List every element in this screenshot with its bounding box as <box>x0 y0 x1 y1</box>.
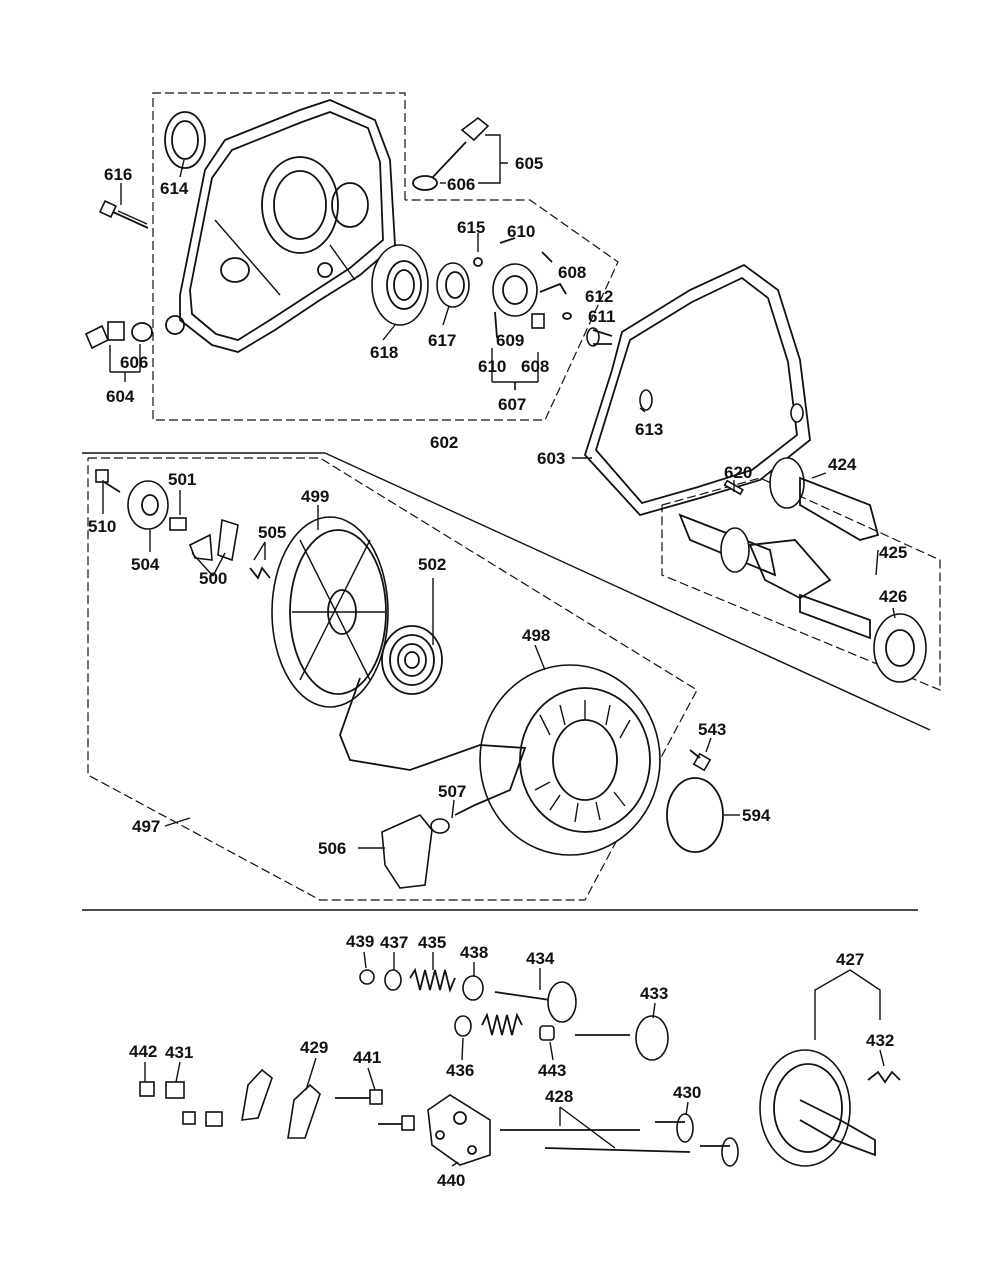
starter-housing-498 <box>479 664 661 856</box>
group-outlines <box>82 92 941 911</box>
starter-pulley-499 <box>271 516 389 708</box>
label-608a: 608 <box>558 263 586 282</box>
label-620: 620 <box>724 463 752 482</box>
label-510: 510 <box>88 517 116 536</box>
label-507: 507 <box>438 782 466 801</box>
label-435: 435 <box>418 933 446 952</box>
label-607: 607 <box>498 395 526 414</box>
group-box-497 <box>87 457 698 901</box>
label-618: 618 <box>370 343 398 362</box>
recoil-spring-502 <box>381 625 443 695</box>
label-441: 441 <box>353 1048 381 1067</box>
group-box-602 <box>152 92 619 421</box>
label-436: 436 <box>446 1061 474 1080</box>
label-433: 433 <box>640 984 668 1003</box>
label-425: 425 <box>879 543 907 562</box>
label-432: 432 <box>866 1031 894 1050</box>
label-614: 614 <box>160 179 189 198</box>
label-543: 543 <box>698 720 726 739</box>
part-labels: 616 614 605 606 615 610 608 612 611 606 … <box>88 154 907 1190</box>
dipstick-605 <box>412 116 490 191</box>
label-605: 605 <box>515 154 543 173</box>
lifters-430 <box>655 1113 739 1167</box>
label-610a: 610 <box>507 222 535 241</box>
label-429: 429 <box>300 1038 328 1057</box>
label-606a: 606 <box>447 175 475 194</box>
pin-611 <box>586 327 613 347</box>
label-427: 427 <box>836 950 864 969</box>
oil-seal-614 <box>164 111 206 169</box>
drain-plug-604 <box>84 321 153 350</box>
rocker-studs-441 <box>335 1089 415 1131</box>
label-602: 602 <box>430 433 458 452</box>
crankcase-cover <box>165 99 396 353</box>
label-617: 617 <box>428 331 456 350</box>
crankshaft-426 <box>678 513 927 683</box>
label-431: 431 <box>165 1043 193 1062</box>
label-440: 440 <box>437 1171 465 1190</box>
label-611: 611 <box>588 307 615 326</box>
label-434: 434 <box>526 949 555 968</box>
rocker-arms-429 <box>241 1068 321 1139</box>
label-439: 439 <box>346 932 374 951</box>
label-443: 443 <box>538 1061 566 1080</box>
bolt-616 <box>98 199 149 229</box>
label-610b: 610 <box>478 357 506 376</box>
divider-diagonal <box>324 452 931 731</box>
gasket-603 <box>583 263 811 517</box>
label-501: 501 <box>168 470 196 489</box>
label-616: 616 <box>104 165 132 184</box>
label-437: 437 <box>380 933 408 952</box>
label-442: 442 <box>129 1042 157 1061</box>
label-603: 603 <box>537 449 565 468</box>
valve-parts <box>359 967 669 1061</box>
label-428: 428 <box>545 1087 573 1106</box>
starter-rope <box>339 677 527 816</box>
rocker-nuts-442-431 <box>139 1081 223 1127</box>
camshaft-427 <box>759 1049 901 1167</box>
label-613: 613 <box>635 420 663 439</box>
starter-handle-506 <box>381 814 450 889</box>
bearing-617 <box>436 262 470 308</box>
label-608b: 608 <box>521 357 549 376</box>
label-424: 424 <box>828 455 857 474</box>
o-ring-594 <box>666 777 724 853</box>
label-594: 594 <box>742 806 771 825</box>
label-609: 609 <box>496 331 524 350</box>
label-497: 497 <box>132 817 160 836</box>
label-615: 615 <box>457 218 485 237</box>
label-612: 612 <box>585 287 613 306</box>
ratchet-parts <box>95 469 271 580</box>
label-430: 430 <box>673 1083 701 1102</box>
label-504: 504 <box>131 555 160 574</box>
label-502: 502 <box>418 555 446 574</box>
push-rods-428 <box>500 1129 691 1153</box>
leader-lines <box>102 134 896 1167</box>
label-606b: 606 <box>120 353 148 372</box>
guide-plate-440 <box>427 1094 491 1166</box>
label-426: 426 <box>879 587 907 606</box>
label-498: 498 <box>522 626 550 645</box>
label-506: 506 <box>318 839 346 858</box>
label-604: 604 <box>106 387 135 406</box>
group-box-425 <box>661 477 941 691</box>
governor-607 <box>473 237 572 339</box>
bearing-618 <box>371 244 429 326</box>
label-499: 499 <box>301 487 329 506</box>
label-500: 500 <box>199 569 227 588</box>
label-438: 438 <box>460 943 488 962</box>
bolt-543 <box>689 749 712 772</box>
label-505: 505 <box>258 523 286 542</box>
